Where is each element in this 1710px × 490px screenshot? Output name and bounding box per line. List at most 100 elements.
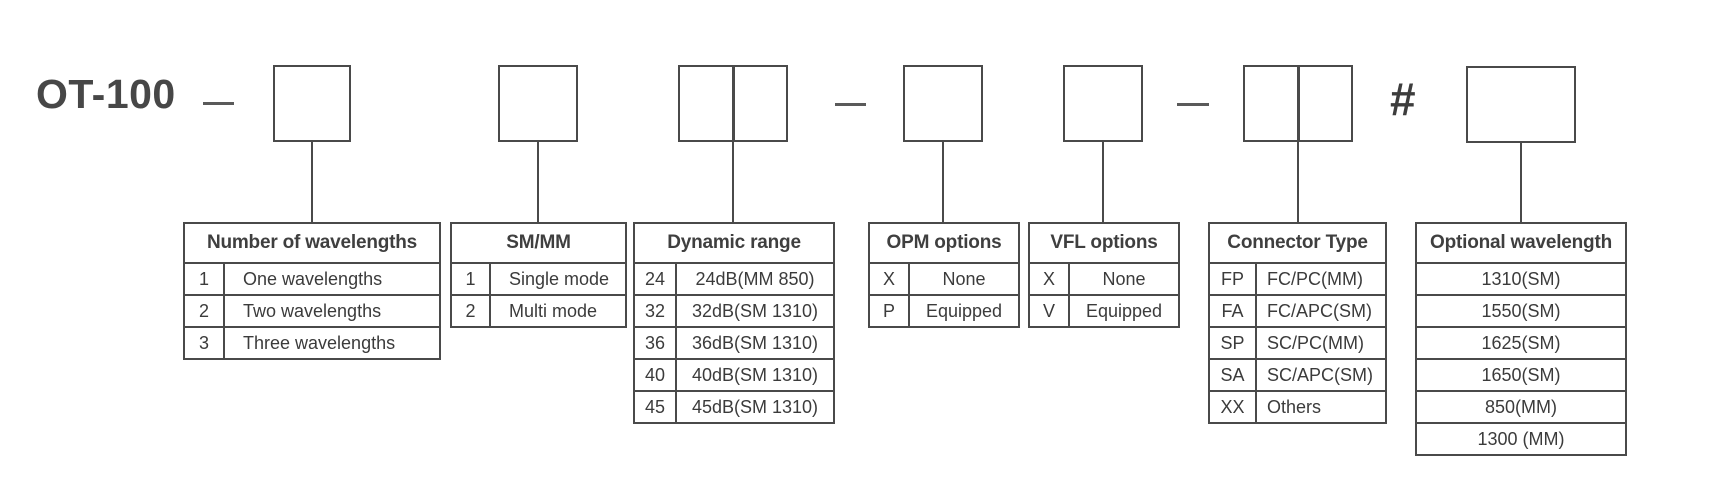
connector-type-table-title: Connector Type (1207, 222, 1388, 264)
number-of-wavelengths-table-title: Number of wavelengths (183, 222, 441, 264)
table-header-row: SM/MM (450, 222, 627, 264)
dash-separator (835, 103, 866, 106)
label-cell: 1650(SM) (1415, 358, 1627, 392)
table-row: 1310(SM) (1415, 262, 1627, 296)
label-cell: Single mode (489, 262, 627, 296)
box-cell-divider (1297, 67, 1300, 140)
code-cell: 36 (633, 326, 677, 360)
connector-line (1520, 142, 1522, 222)
connector-line (537, 142, 539, 222)
label-cell: Others (1254, 390, 1388, 424)
code-cell: SA (1208, 358, 1257, 392)
code-cell: 32 (633, 294, 677, 328)
label-cell: FC/APC(SM) (1254, 294, 1388, 328)
connector-line (732, 142, 734, 222)
dash-separator (203, 102, 234, 105)
model-title: OT-100 (36, 71, 176, 117)
code-cell: 1 (183, 262, 225, 296)
label-cell: None (1068, 262, 1180, 296)
sm-mm-placeholder-box (498, 65, 578, 142)
dynamic-range-table-title: Dynamic range (633, 222, 835, 264)
label-cell: 45dB(SM 1310) (675, 390, 835, 424)
hash-separator: # (1390, 73, 1416, 125)
table-header-row: Dynamic range (633, 222, 835, 264)
connector-type-placeholder-box (1243, 65, 1353, 142)
code-cell: FA (1208, 294, 1257, 328)
table-row: 1300 (MM) (1415, 422, 1627, 456)
optional-wavelength-placeholder-box (1466, 66, 1576, 143)
label-cell: 40dB(SM 1310) (675, 358, 835, 392)
label-cell: One wavelengths (223, 262, 441, 296)
label-cell: 1300 (MM) (1415, 422, 1627, 456)
label-cell: 1625(SM) (1415, 326, 1627, 360)
table-row: 1625(SM) (1415, 326, 1627, 360)
sm-mm-table-title: SM/MM (450, 222, 627, 264)
label-cell: SC/APC(SM) (1254, 358, 1388, 392)
connector-line (311, 142, 313, 222)
table-header-row: Connector Type (1207, 222, 1388, 264)
label-cell: Equipped (1068, 294, 1180, 328)
opm-options-table-title: OPM options (868, 222, 1020, 264)
vfl-options-placeholder-box (1063, 65, 1143, 142)
code-cell: V (1028, 294, 1070, 328)
label-cell: Multi mode (489, 294, 627, 328)
dynamic-range-placeholder-box (678, 65, 788, 142)
label-cell: 24dB(MM 850) (675, 262, 835, 296)
label-cell: 850(MM) (1415, 390, 1627, 424)
optional-wavelength-table-title: Optional wavelength (1415, 222, 1627, 264)
code-cell: X (1028, 262, 1070, 296)
label-cell: FC/PC(MM) (1254, 262, 1388, 296)
table-header-row: Optional wavelength (1415, 222, 1627, 264)
label-cell: 32dB(SM 1310) (675, 294, 835, 328)
connector-line (1102, 142, 1104, 222)
code-cell: 1 (450, 262, 491, 296)
code-cell: 45 (633, 390, 677, 424)
label-cell: 36dB(SM 1310) (675, 326, 835, 360)
table-header-row: OPM options (868, 222, 1020, 264)
connector-line (942, 142, 944, 222)
code-cell: X (868, 262, 910, 296)
code-cell: FP (1208, 262, 1257, 296)
number-of-wavelengths-placeholder-box (273, 65, 351, 142)
label-cell: Three wavelengths (223, 326, 441, 360)
vfl-options-table-title: VFL options (1028, 222, 1180, 264)
label-cell: SC/PC(MM) (1254, 326, 1388, 360)
code-cell: 2 (183, 294, 225, 328)
table-row: 850(MM) (1415, 390, 1627, 424)
box-cell-divider (732, 67, 735, 140)
table-row: 1650(SM) (1415, 358, 1627, 392)
connector-line (1297, 142, 1299, 222)
label-cell: None (908, 262, 1020, 296)
code-cell: 2 (450, 294, 491, 328)
dash-separator (1177, 103, 1209, 106)
label-cell: Equipped (908, 294, 1020, 328)
opm-options-placeholder-box (903, 65, 983, 142)
code-cell: 40 (633, 358, 677, 392)
label-cell: Two wavelengths (223, 294, 441, 328)
code-cell: 24 (633, 262, 677, 296)
